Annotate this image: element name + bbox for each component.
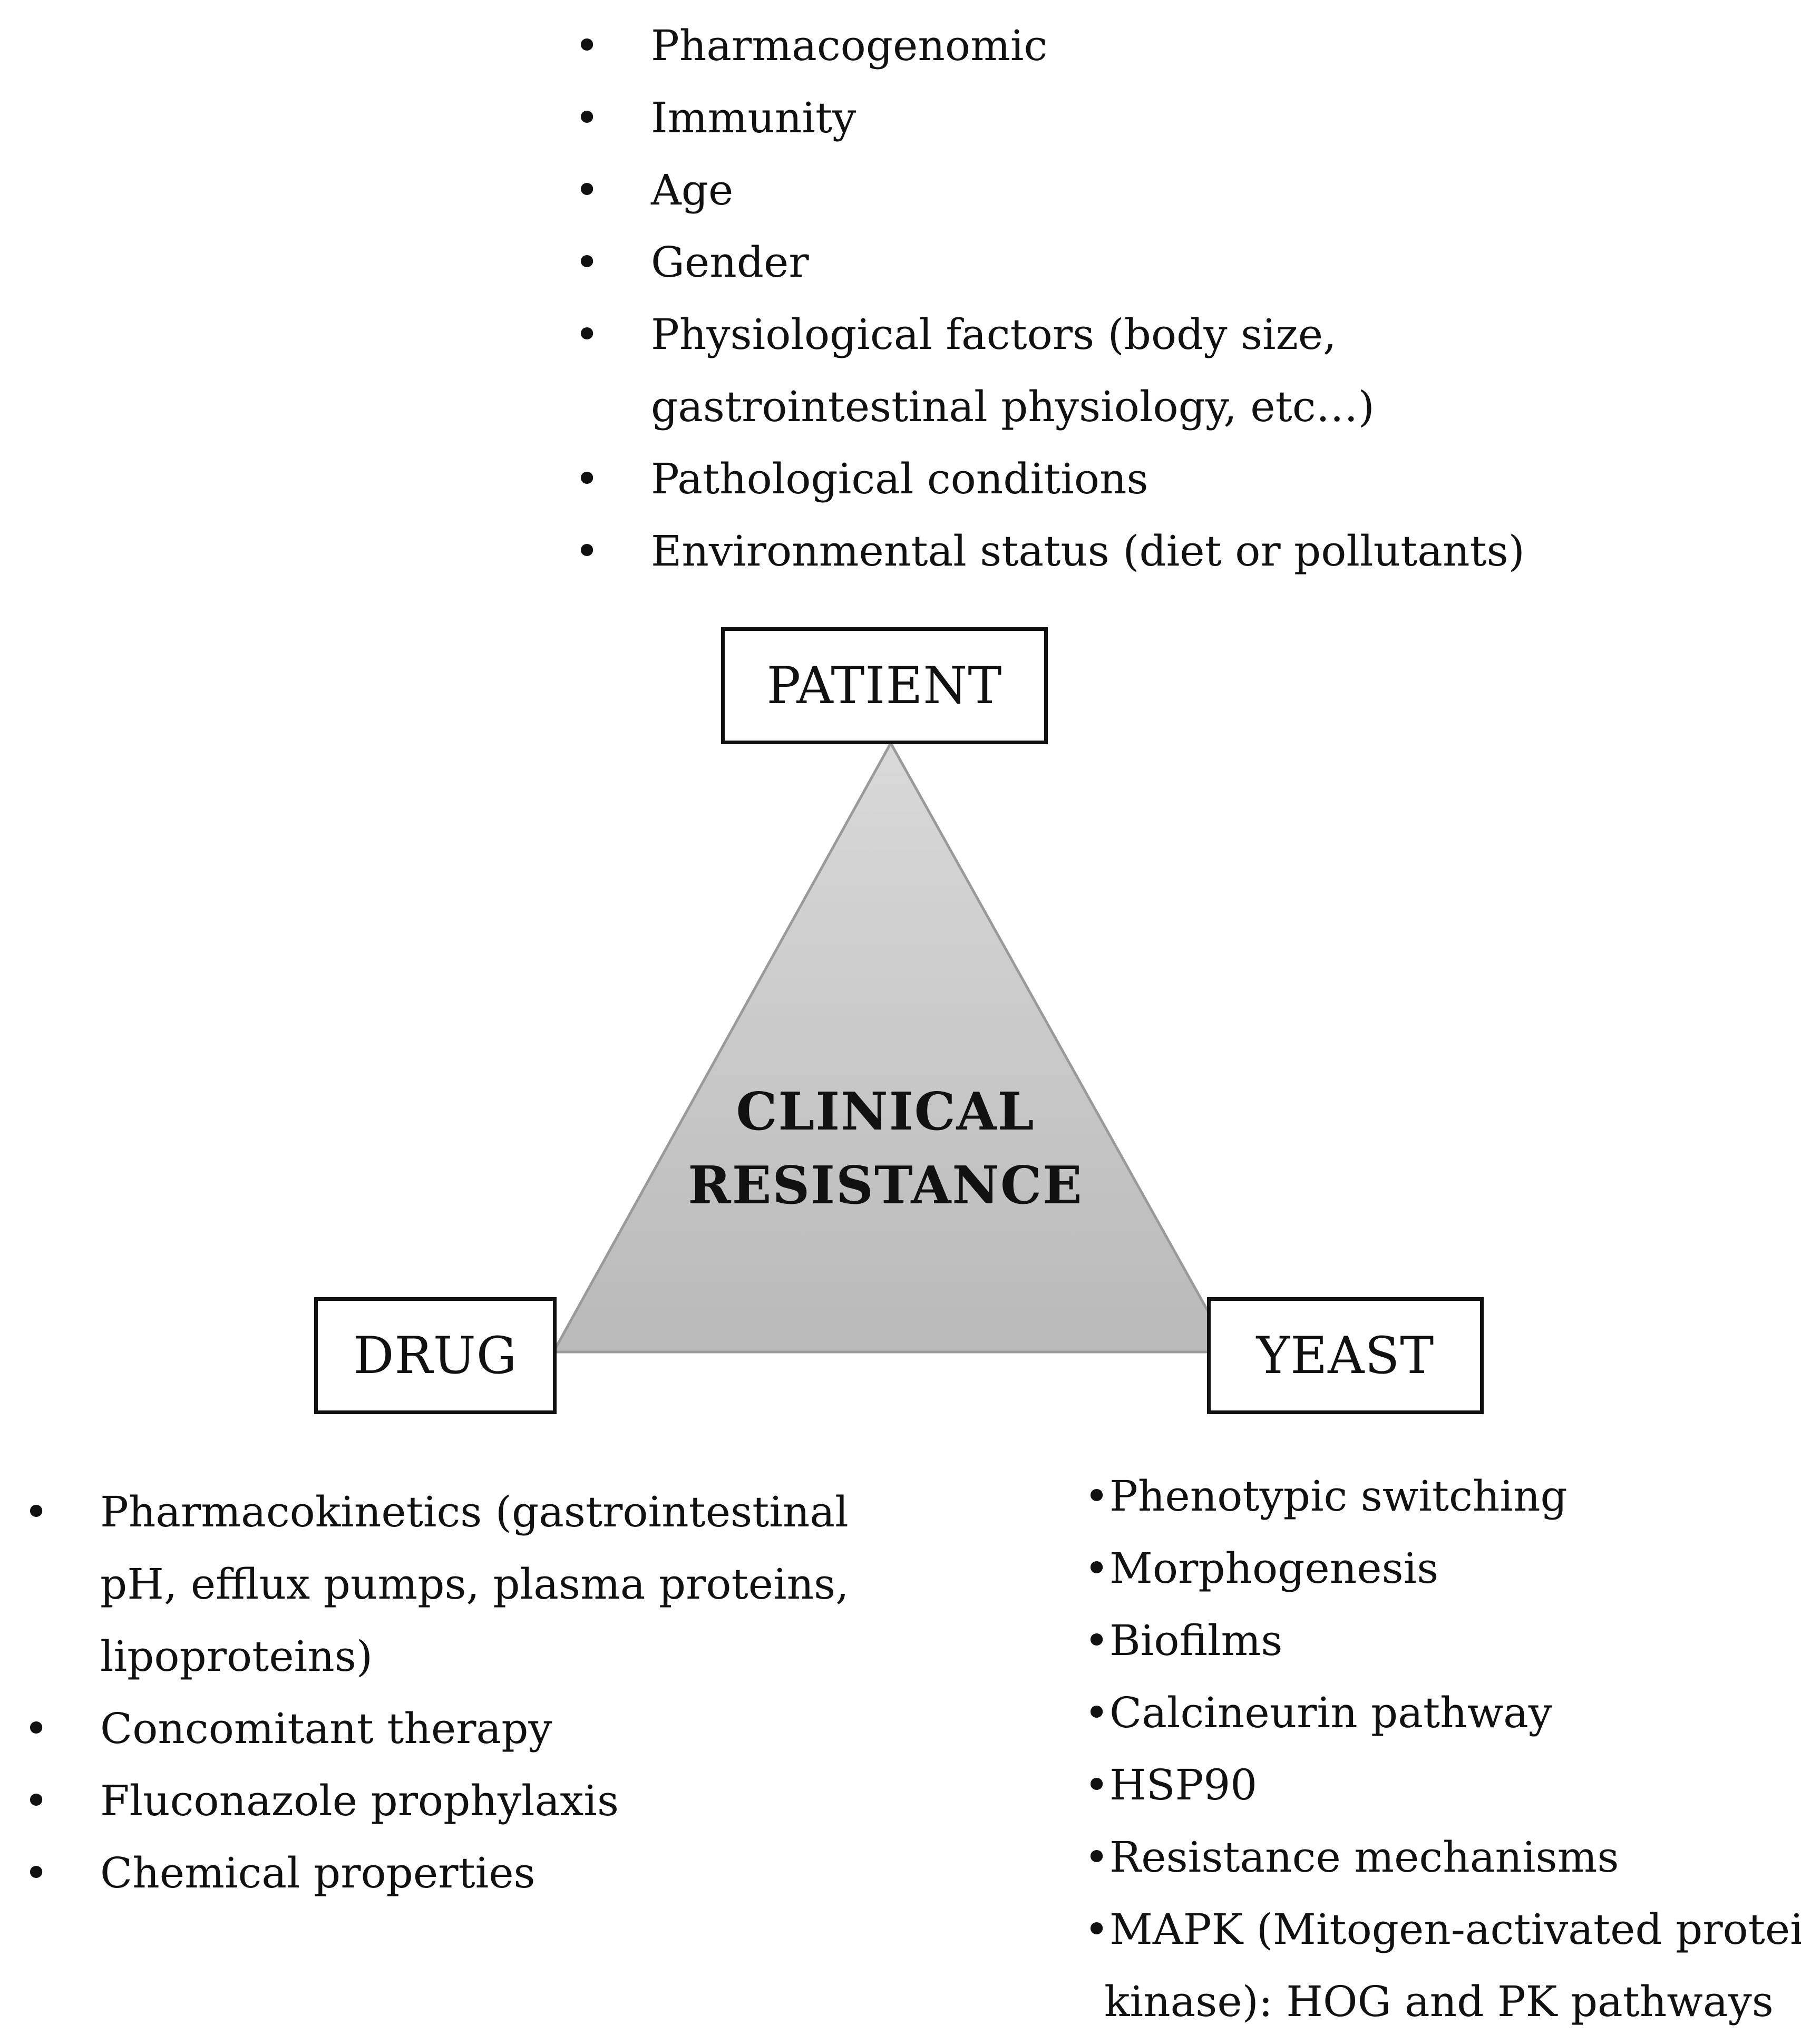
patient-node: PATIENT — [721, 627, 1048, 744]
list-item-continuation: kinase): HOG and PK pathways — [1104, 1977, 1774, 2026]
list-item: •Age — [575, 154, 1525, 226]
list-item: •MAPK (Mitogen-activated protein — [1084, 1893, 1801, 1965]
center-label-line1: CLINICAL — [736, 1082, 1035, 1142]
center-label-line2: RESISTANCE — [688, 1155, 1083, 1216]
list-item-continuation: lipoproteins) — [100, 1632, 373, 1681]
center-label: CLINICAL RESISTANCE — [669, 1075, 1102, 1223]
list-item: •Resistance mechanisms — [1084, 1821, 1801, 1893]
bullet-icon: • — [575, 310, 600, 359]
list-item: •Calcineurin pathway — [1084, 1677, 1801, 1749]
list-item: •Environmental status (diet or pollutant… — [575, 515, 1525, 587]
list-item: •Concomitant therapy — [24, 1692, 849, 1765]
bullet-icon: • — [24, 1487, 49, 1536]
drug-node: DRUG — [314, 1297, 557, 1414]
list-item: •Phenotypic switching — [1084, 1460, 1801, 1532]
bullet-icon: • — [1084, 1472, 1109, 1521]
bullet-icon: • — [575, 527, 600, 576]
bullet-icon: • — [24, 1848, 49, 1897]
list-item: •Chemical properties — [24, 1837, 849, 1909]
bullet-icon: • — [1084, 1616, 1109, 1665]
bullet-icon: • — [1084, 1905, 1109, 1954]
drug-node-label: DRUG — [353, 1326, 518, 1385]
bullet-icon: • — [1084, 1688, 1109, 1737]
yeast-node: YEAST — [1207, 1297, 1484, 1414]
bullet-icon: • — [575, 21, 600, 70]
list-item: •Immunity — [575, 82, 1525, 154]
bullet-icon: • — [575, 93, 600, 142]
patient-node-label: PATIENT — [766, 656, 1002, 715]
bullet-icon: • — [24, 1776, 49, 1825]
drug-factor-list: •Pharmacokinetics (gastrointestinal pH, … — [24, 1476, 849, 1909]
list-item: •HSP90 — [1084, 1749, 1801, 1821]
bullet-icon: • — [575, 238, 600, 287]
bullet-icon: • — [1084, 1544, 1109, 1593]
list-item: •Gender — [575, 226, 1525, 298]
clinical-resistance-triangle — [551, 740, 1233, 1354]
list-item: •Pharmacokinetics (gastrointestinal — [24, 1476, 849, 1548]
bullet-icon: • — [575, 454, 600, 503]
list-item: •Pathological conditions — [575, 443, 1525, 515]
list-item: •Morphogenesis — [1084, 1532, 1801, 1604]
list-item: •Fluconazole prophylaxis — [24, 1765, 849, 1837]
list-item-continuation: pH, efflux pumps, plasma proteins, — [100, 1560, 849, 1609]
list-item: •Biofilms — [1084, 1604, 1801, 1677]
list-item-continuation: gastrointestinal physiology, etc…) — [651, 382, 1375, 431]
patient-factor-list: •Pharmacogenomic •Immunity •Age •Gender … — [575, 9, 1525, 587]
yeast-node-label: YEAST — [1256, 1326, 1435, 1385]
bullet-icon: • — [1084, 1760, 1109, 1809]
yeast-factor-list: •Phenotypic switching •Morphogenesis •Bi… — [1084, 1460, 1801, 2038]
bullet-icon: • — [575, 166, 600, 215]
list-item: •Physiological factors (body size, — [575, 298, 1525, 371]
bullet-icon: • — [1084, 1833, 1109, 1882]
list-item: •Pharmacogenomic — [575, 9, 1525, 82]
bullet-icon: • — [24, 1704, 49, 1753]
